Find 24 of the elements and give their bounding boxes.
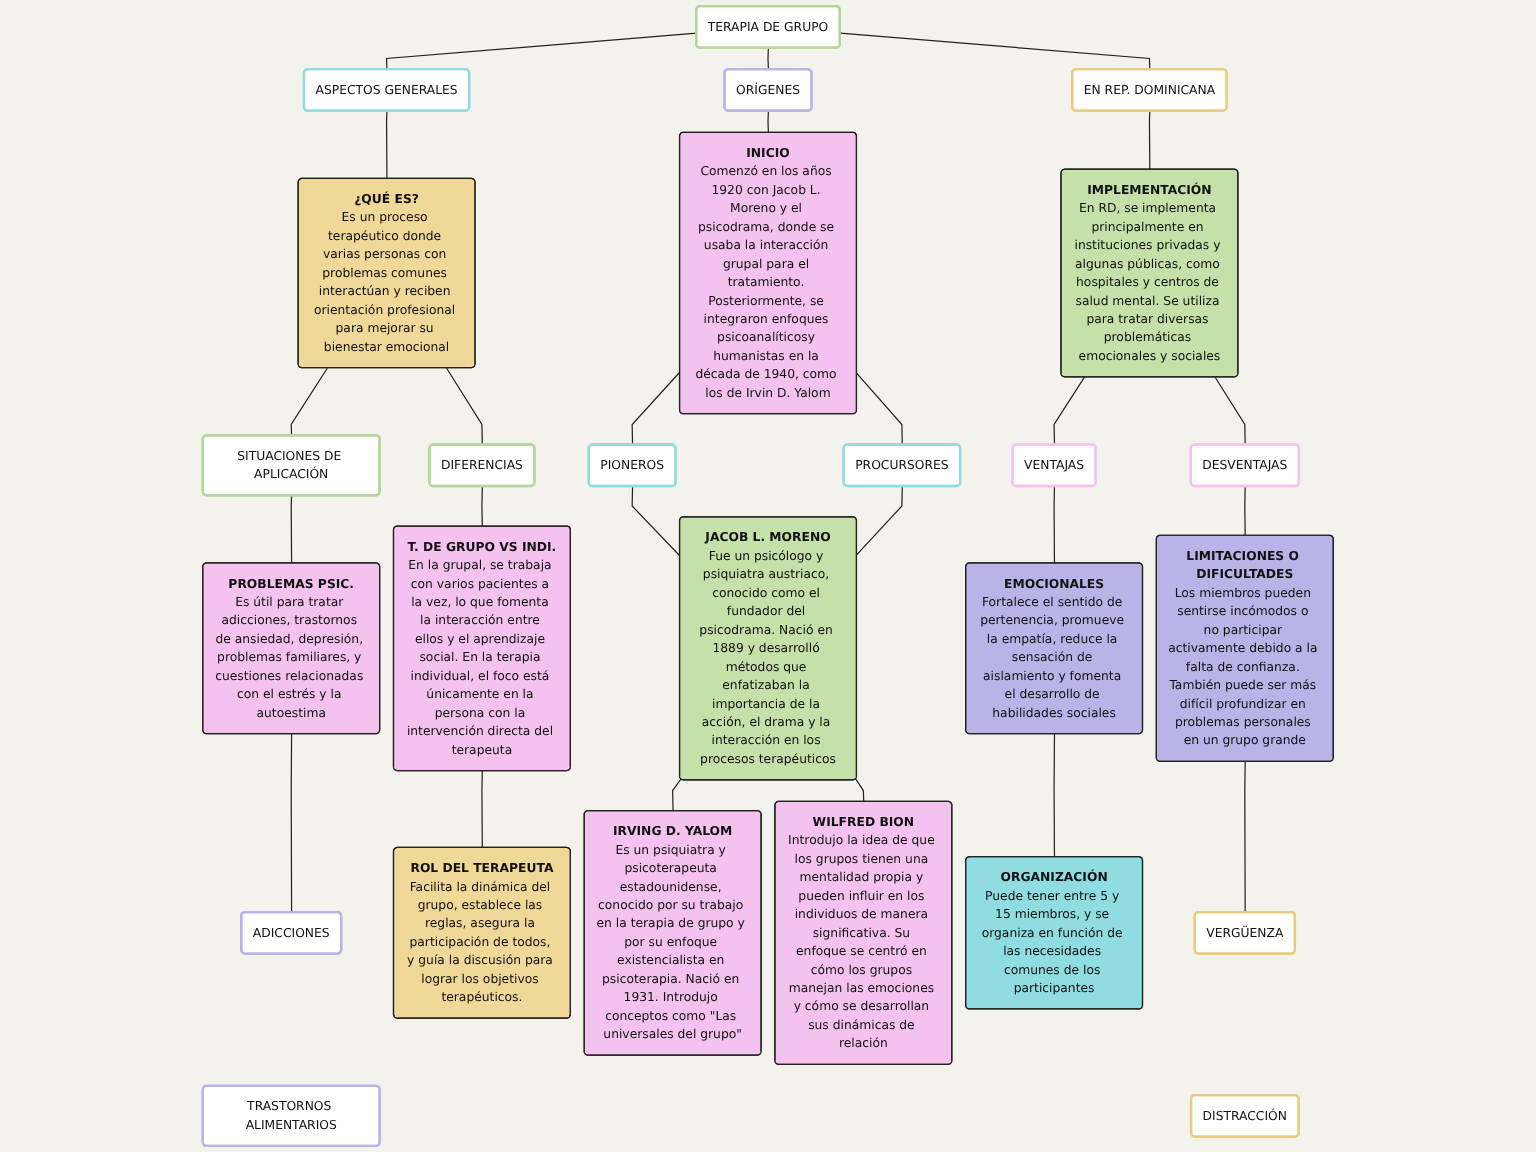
connector: [385, 32, 698, 71]
connector: [1053, 733, 1056, 858]
connector: [1053, 376, 1086, 446]
connector: [481, 485, 483, 527]
connector: [856, 485, 903, 556]
connector: [385, 110, 388, 180]
connector: [481, 770, 483, 849]
connector: [839, 32, 1151, 71]
connector: [290, 495, 293, 564]
connector: [290, 733, 293, 914]
connector: [672, 778, 682, 812]
connector: [445, 367, 483, 446]
connector: [855, 778, 865, 803]
connector: [290, 367, 329, 437]
connector: [631, 485, 681, 557]
connector: [1244, 485, 1246, 537]
connector: [1053, 485, 1056, 564]
connector: [1214, 376, 1246, 446]
connector: [631, 371, 681, 446]
connector: [1244, 761, 1246, 914]
connector: [856, 372, 903, 446]
connector: [767, 110, 769, 134]
connector: [767, 47, 769, 71]
connector: [1148, 110, 1151, 171]
